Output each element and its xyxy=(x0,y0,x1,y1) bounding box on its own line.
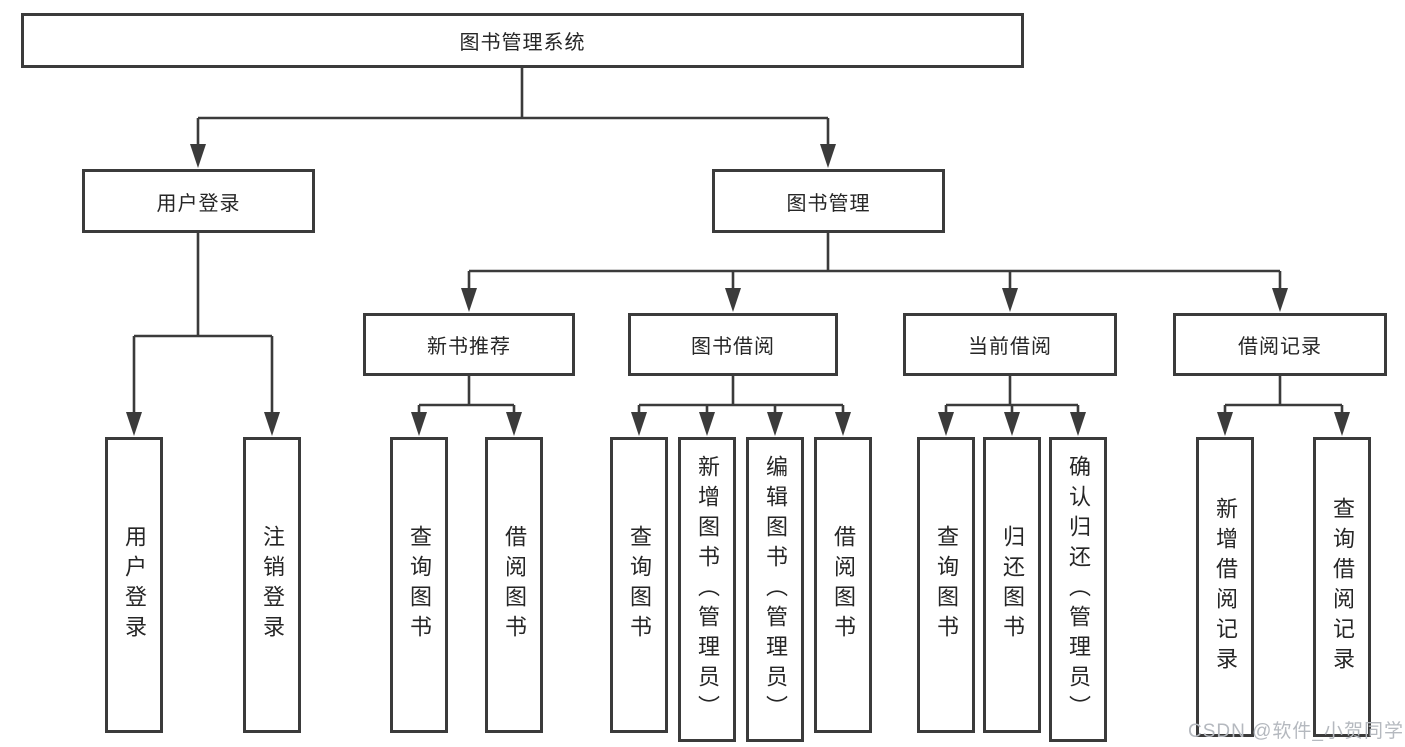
leaf-borrow-books-recommend: 借阅图书 xyxy=(485,437,543,733)
leaf-label: 新增借阅记录 xyxy=(1213,497,1238,677)
node-current-borrow: 当前借阅 xyxy=(903,313,1117,376)
leaf-user-login: 用户登录 xyxy=(105,437,163,733)
leaf-label: 注销登录 xyxy=(260,525,285,645)
node-label: 新书推荐 xyxy=(427,336,511,358)
arrow-down-icon xyxy=(820,144,836,168)
node-label: 借阅记录 xyxy=(1238,336,1322,358)
leaf-query-books-current: 查询图书 xyxy=(917,437,975,733)
leaf-add-borrow-record: 新增借阅记录 xyxy=(1196,437,1254,737)
leaf-label: 确认归还（管理员） xyxy=(1066,454,1091,725)
arrow-down-icon xyxy=(1217,412,1233,436)
leaf-label: 编辑图书（管理员） xyxy=(763,454,788,725)
arrow-down-icon xyxy=(190,144,206,168)
node-borrow-records: 借阅记录 xyxy=(1173,313,1387,376)
connector-user-login-to-leaves xyxy=(126,233,280,436)
node-label: 当前借阅 xyxy=(968,336,1052,358)
leaf-logout: 注销登录 xyxy=(243,437,301,733)
leaf-query-books-recommend: 查询图书 xyxy=(390,437,448,733)
leaf-return-books: 归还图书 xyxy=(983,437,1041,733)
arrow-down-icon xyxy=(1272,288,1288,312)
arrow-down-icon xyxy=(506,412,522,436)
leaf-label: 借阅图书 xyxy=(831,525,856,645)
node-label: 图书借阅 xyxy=(691,336,775,358)
arrow-down-icon xyxy=(1002,288,1018,312)
arrow-down-icon xyxy=(1070,412,1086,436)
arrow-down-icon xyxy=(126,412,142,436)
arrow-down-icon xyxy=(938,412,954,436)
arrow-down-icon xyxy=(835,412,851,436)
leaf-borrow-books: 借阅图书 xyxy=(814,437,872,733)
leaf-label: 归还图书 xyxy=(1000,525,1025,645)
leaf-label: 查询图书 xyxy=(934,525,959,645)
connector-current-to-leaves xyxy=(938,376,1086,436)
node-new-book-recommend: 新书推荐 xyxy=(363,313,575,376)
leaf-confirm-return-admin: 确认归还（管理员） xyxy=(1049,437,1107,742)
leaf-edit-books-admin: 编辑图书（管理员） xyxy=(746,437,804,742)
node-user-login: 用户登录 xyxy=(82,169,315,233)
arrow-down-icon xyxy=(631,412,647,436)
arrow-down-icon xyxy=(1334,412,1350,436)
node-book-management: 图书管理 xyxy=(712,169,945,233)
leaf-label: 查询借阅记录 xyxy=(1330,497,1355,677)
leaf-label: 用户登录 xyxy=(122,525,147,645)
leaf-query-books-borrow: 查询图书 xyxy=(610,437,668,733)
connector-recommend-to-leaves xyxy=(411,376,522,436)
arrow-down-icon xyxy=(461,288,477,312)
leaf-label: 借阅图书 xyxy=(502,525,527,645)
node-book-borrow: 图书借阅 xyxy=(628,313,838,376)
csdn-watermark: CSDN @软件_小贺同学 xyxy=(1188,721,1404,742)
node-label: 图书管理 xyxy=(786,192,871,215)
arrow-down-icon xyxy=(767,412,783,436)
node-label: 图书管理系统 xyxy=(459,32,586,54)
arrow-down-icon xyxy=(699,412,715,436)
node-label: 用户登录 xyxy=(156,192,241,215)
leaf-label: 查询图书 xyxy=(627,525,652,645)
leaf-query-borrow-record: 查询借阅记录 xyxy=(1313,437,1371,737)
leaf-label: 新增图书（管理员） xyxy=(695,454,720,725)
arrow-down-icon xyxy=(264,412,280,436)
leaf-add-books-admin: 新增图书（管理员） xyxy=(678,437,736,742)
node-library-management-system: 图书管理系统 xyxy=(21,13,1024,68)
connector-records-to-leaves xyxy=(1217,376,1350,436)
arrow-down-icon xyxy=(411,412,427,436)
leaf-label: 查询图书 xyxy=(407,525,432,645)
connector-borrow-to-leaves xyxy=(631,376,851,436)
connector-book-management-to-level3 xyxy=(461,233,1288,312)
arrow-down-icon xyxy=(1004,412,1020,436)
connector-root-to-level2 xyxy=(190,66,836,168)
arrow-down-icon xyxy=(725,288,741,312)
